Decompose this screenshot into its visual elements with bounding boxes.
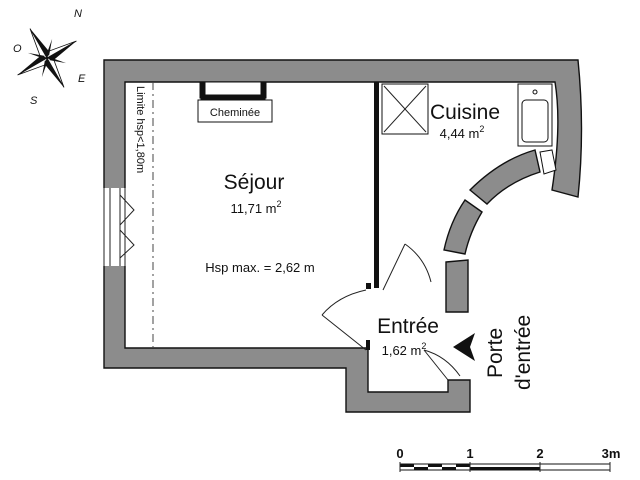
compass-east: E [78, 73, 86, 85]
room-name-sejour: Séjour [224, 171, 285, 194]
compass-west: O [13, 43, 22, 55]
compass-south: S [30, 95, 38, 107]
room-area-cuisine: 4,44 m2 [440, 124, 485, 141]
exterior-walls [103, 59, 583, 413]
partition-wall [374, 82, 379, 288]
kitchen-counter-2 [443, 199, 483, 255]
fireplace: Cheminée [197, 81, 273, 123]
compass-north: N [74, 8, 82, 20]
compass-rose-icon [17, 28, 77, 88]
scale-bar: 0 1 2 3m [396, 446, 620, 472]
room-area-sejour: 11,71 m2 [230, 199, 281, 216]
room-name-entree: Entrée [377, 315, 439, 338]
scale-tick-3: 3m [602, 446, 621, 461]
room-name-cuisine: Cuisine [430, 101, 500, 124]
kitchen-counter-1 [468, 149, 541, 205]
front-door-label-line2: d'entrée [512, 315, 535, 390]
kitchen-sink-unit [381, 83, 553, 147]
scale-tick-1: 1 [466, 446, 473, 461]
low-ceiling-limit-label: Limite hsp<1,80m [134, 86, 146, 173]
max-ceiling-height: Hsp max. = 2,62 m [205, 260, 314, 275]
scale-tick-2: 2 [536, 446, 543, 461]
fireplace-label: Cheminée [210, 107, 260, 119]
front-door-label-line1: Porte [484, 328, 507, 378]
scale-tick-0: 0 [396, 446, 403, 461]
room-area-entree: 1,62 m2 [382, 341, 427, 358]
kitchen-counter-3 [445, 259, 469, 313]
entrance-arrow-icon [453, 333, 475, 361]
